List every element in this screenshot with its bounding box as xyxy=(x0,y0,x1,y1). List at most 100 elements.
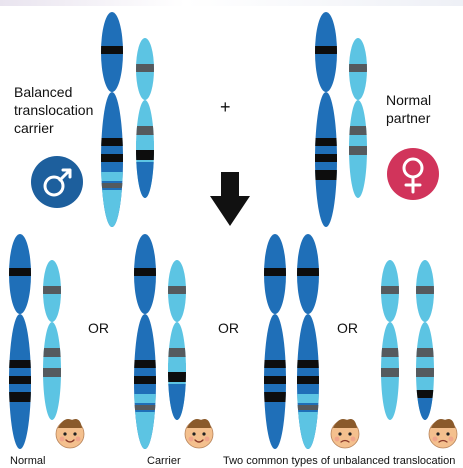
p-arm xyxy=(380,260,400,322)
chromosome-band xyxy=(415,398,435,420)
chromosome-band xyxy=(263,360,287,368)
carrier-light-chromosome xyxy=(135,38,155,198)
p-arm xyxy=(8,234,32,314)
chromosome-band xyxy=(296,405,320,410)
p-arm xyxy=(100,12,124,92)
baby-face-normal xyxy=(56,419,84,448)
q-arm xyxy=(100,92,124,227)
chromosome-band xyxy=(167,372,187,382)
chromosome-band xyxy=(348,146,368,155)
chromosome-band xyxy=(133,394,157,403)
carrier-child-dark-chromosome xyxy=(133,234,157,449)
p-arm xyxy=(263,234,287,314)
chromosome-band xyxy=(348,64,368,72)
chromosome-band xyxy=(314,154,338,162)
q-arm xyxy=(263,314,287,449)
partner-dark-chromosome xyxy=(314,12,338,227)
chromosome-band xyxy=(296,394,320,403)
chromosome-band xyxy=(296,376,320,384)
chromosome-band xyxy=(263,268,287,276)
chromosome-band xyxy=(8,360,32,368)
q-arm xyxy=(42,322,62,420)
chromosome-band xyxy=(415,286,435,294)
chromosome-band xyxy=(100,138,124,146)
chromosome-band xyxy=(100,190,124,227)
outcome-normal-label: Normal xyxy=(10,455,45,467)
q-arm xyxy=(8,314,32,449)
p-arm xyxy=(167,260,187,322)
chromosome-band xyxy=(415,390,435,398)
partner-light-chromosome xyxy=(348,38,368,198)
chromosome-band xyxy=(133,360,157,368)
chromosome-band xyxy=(8,392,32,402)
normal-light-chromosome xyxy=(42,260,62,420)
unbal1-dark-deriv-chromosome xyxy=(296,234,320,449)
chromosome-band xyxy=(380,286,400,294)
q-arm xyxy=(135,100,155,198)
chromosome-band xyxy=(415,368,435,377)
q-arm xyxy=(133,314,157,449)
carrier-parent-label: Balanced translocation carrier xyxy=(14,83,93,137)
normal-dark-chromosome xyxy=(8,234,32,449)
baby-face-unbalanced-2 xyxy=(429,419,457,448)
chromosome-band xyxy=(296,412,320,449)
or-separator-3: OR xyxy=(337,320,358,336)
chromosome-band xyxy=(167,286,187,294)
p-arm xyxy=(42,260,62,322)
q-arm xyxy=(314,92,338,227)
chromosome-band xyxy=(8,376,32,384)
chromosome-band xyxy=(263,376,287,384)
male-symbol-icon xyxy=(31,156,83,208)
unbal1-dark-chromosome xyxy=(263,234,287,449)
chromosome-band xyxy=(135,150,155,160)
chromosome-band xyxy=(133,376,157,384)
chromosome-band xyxy=(135,64,155,72)
chromosome-band xyxy=(314,170,338,180)
chromosome-band xyxy=(135,126,155,135)
p-arm xyxy=(348,38,368,100)
q-arm xyxy=(348,100,368,198)
normal-partner-label: Normal partner xyxy=(386,91,431,127)
p-arm xyxy=(415,260,435,322)
chromosome-band xyxy=(100,154,124,162)
baby-face-unbalanced-1 xyxy=(331,419,359,448)
p-arm xyxy=(133,234,157,314)
chromosome-band xyxy=(133,412,157,449)
q-arm xyxy=(167,322,187,420)
chromosome-band xyxy=(380,368,400,377)
q-arm xyxy=(296,314,320,449)
q-arm xyxy=(415,322,435,420)
p-arm xyxy=(135,38,155,100)
chromosome-layer xyxy=(8,12,435,449)
q-arm xyxy=(380,322,400,420)
chromosome-band xyxy=(415,348,435,357)
chromosome-band xyxy=(167,348,187,357)
p-arm xyxy=(314,12,338,92)
down-arrow-icon xyxy=(210,172,250,226)
outcome-unbalanced-label: Two common types of unbalanced transloca… xyxy=(223,455,455,467)
chromosome-band xyxy=(314,46,338,54)
chromosome-band xyxy=(100,183,124,188)
carrier-child-light-chromosome xyxy=(167,260,187,420)
outcome-carrier-label: Carrier xyxy=(147,455,181,467)
chromosome-band xyxy=(42,286,62,294)
chromosome-band xyxy=(296,360,320,368)
unbal2-light-chromosome xyxy=(380,260,400,420)
unbal2-light-deriv-chromosome xyxy=(415,260,435,420)
baby-face-carrier xyxy=(185,419,213,448)
chromosome-band xyxy=(100,172,124,181)
chromosome-band xyxy=(135,162,155,198)
chromosome-band xyxy=(167,363,187,371)
chromosome-band xyxy=(348,126,368,135)
or-separator-1: OR xyxy=(88,320,109,336)
chromosome-band xyxy=(135,141,155,149)
chromosome-band xyxy=(100,46,124,54)
chromosome-band xyxy=(263,392,287,402)
chromosome-band xyxy=(42,368,62,377)
plus-sign: + xyxy=(220,97,231,118)
chromosome-band xyxy=(42,348,62,357)
chromosome-band xyxy=(296,268,320,276)
chromosome-band xyxy=(380,348,400,357)
chromosome-band xyxy=(167,384,187,420)
